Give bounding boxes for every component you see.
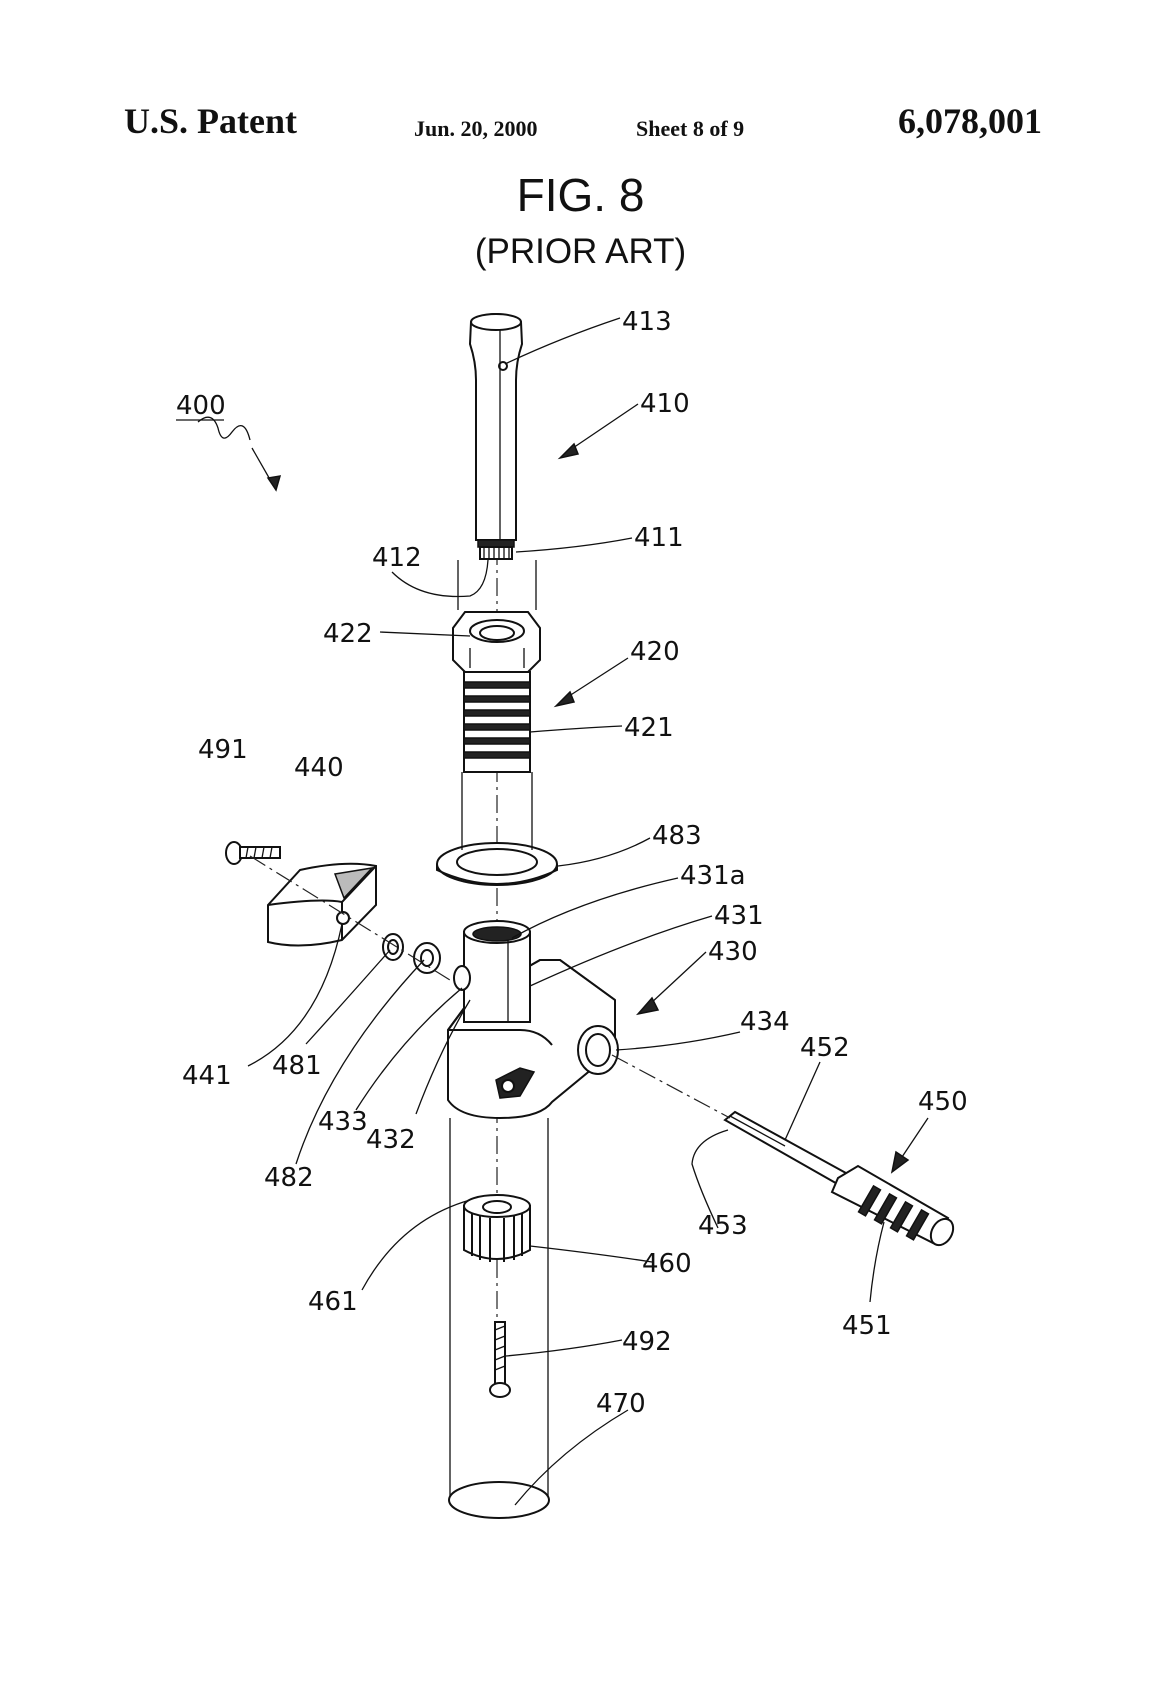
label-460: 460	[642, 1249, 692, 1279]
label-411: 411	[634, 523, 684, 553]
part-483-ring	[436, 842, 558, 886]
part-482-washer	[413, 942, 441, 974]
label-430: 430	[708, 937, 758, 967]
label-453: 453	[698, 1211, 748, 1241]
label-434: 434	[740, 1007, 790, 1037]
label-412: 412	[372, 543, 422, 573]
label-461: 461	[308, 1287, 358, 1317]
label-491: 491	[198, 735, 248, 765]
figure-subtitle: (PRIOR ART)	[474, 232, 687, 271]
label-481: 481	[272, 1051, 322, 1081]
figure-title: FIG. 8	[516, 169, 645, 221]
part-410-handle	[468, 313, 524, 560]
header-patent-number: 6,078,001	[898, 101, 1042, 141]
part-440-knob	[267, 862, 377, 947]
shaft-axis-line	[611, 1054, 731, 1119]
label-422: 422	[323, 619, 373, 649]
part-470-tube	[448, 560, 550, 1519]
label-492: 492	[622, 1327, 672, 1357]
reference-numerals: 400 413 410 411 412 422 420 421 491 440 …	[176, 307, 968, 1419]
part-481-washer	[382, 933, 404, 961]
label-470: 470	[596, 1389, 646, 1419]
label-421: 421	[624, 713, 674, 743]
label-483: 483	[652, 821, 702, 851]
label-452: 452	[800, 1033, 850, 1063]
part-460-gear	[463, 1194, 531, 1262]
part-492-screw	[489, 1321, 511, 1398]
label-441: 441	[182, 1061, 232, 1091]
label-482: 482	[264, 1163, 314, 1193]
label-420: 420	[630, 637, 680, 667]
header-sheet: Sheet 8 of 9	[636, 116, 745, 141]
label-413: 413	[622, 307, 672, 337]
label-431: 431	[714, 901, 764, 931]
part-491-screw	[225, 841, 281, 865]
knob-axis-line	[249, 855, 451, 981]
label-410: 410	[640, 389, 690, 419]
label-400: 400	[176, 391, 226, 421]
label-451: 451	[842, 1311, 892, 1341]
part-420-threaded-nut	[452, 611, 541, 773]
label-450: 450	[918, 1087, 968, 1117]
label-440: 440	[294, 753, 344, 783]
label-433: 433	[318, 1107, 368, 1137]
part-430-body	[447, 920, 619, 1120]
leader-lines	[197, 317, 929, 1506]
header-date: Jun. 20, 2000	[414, 116, 538, 141]
label-431a: 431a	[680, 861, 746, 891]
part-450-shaft	[723, 1110, 955, 1247]
label-432: 432	[366, 1125, 416, 1155]
header-patent-label: U.S. Patent	[124, 101, 297, 141]
